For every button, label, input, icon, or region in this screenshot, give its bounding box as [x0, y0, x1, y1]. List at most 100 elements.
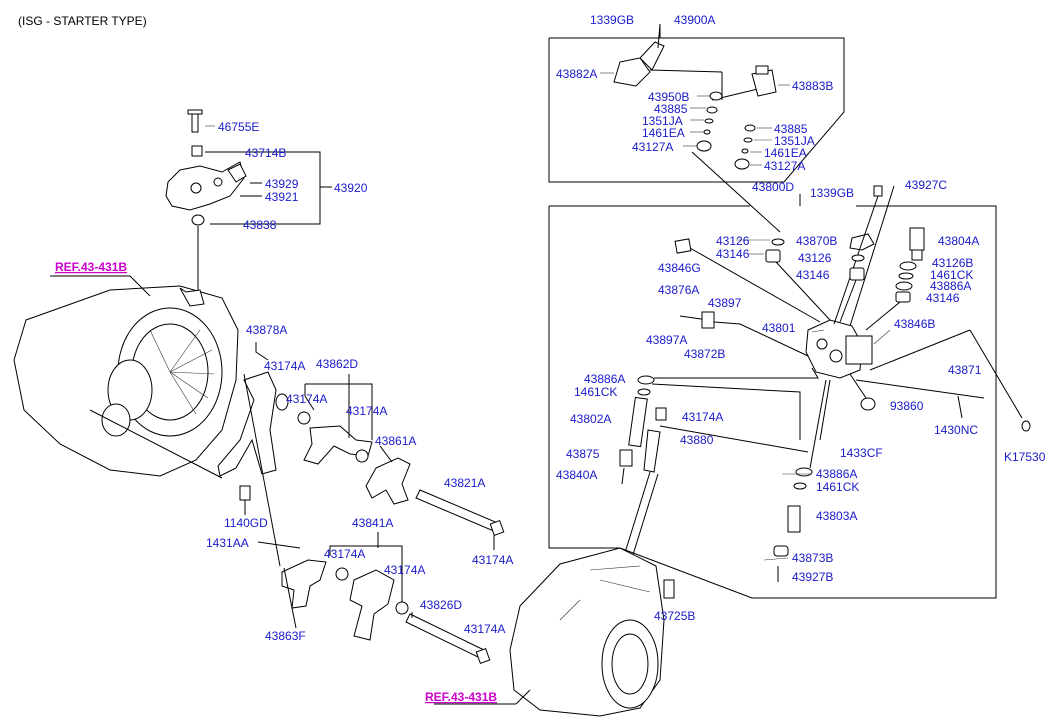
label-43861A[interactable]: 43861A [375, 434, 416, 448]
label-43897[interactable]: 43897 [708, 296, 742, 310]
label-43821A[interactable]: 43821A [444, 476, 485, 490]
part-43873B[interactable] [773, 545, 789, 557]
label-43838[interactable]: 43838 [243, 218, 277, 232]
label-43950B[interactable]: 43950B [648, 90, 689, 104]
label-43800D[interactable]: 43800D [752, 180, 794, 194]
label-43841A[interactable]: 43841A [352, 516, 393, 530]
label-43885-right[interactable]: 43885 [774, 122, 808, 136]
label-43126B[interactable]: 43126B [932, 256, 973, 270]
label-43174A-g[interactable]: 43174A [384, 563, 425, 577]
label-1461CK-b[interactable]: 1461CK [574, 385, 617, 399]
part-43846B[interactable] [845, 335, 873, 365]
label-1431AA[interactable]: 1431AA [206, 536, 249, 550]
part-43803A[interactable] [787, 505, 801, 533]
label-43840A[interactable]: 43840A [556, 468, 597, 482]
label-43886A-a[interactable]: 43886A [930, 279, 971, 293]
label-43872B[interactable]: 43872B [684, 347, 725, 361]
part-43714B[interactable] [191, 145, 203, 157]
label-43882A[interactable]: 43882A [556, 67, 597, 81]
label-1339GB-top[interactable]: 1339GB [590, 13, 634, 27]
label-1430NC[interactable]: 1430NC [934, 423, 978, 437]
fork-43863F[interactable] [281, 559, 327, 609]
bush-43174A-b[interactable] [275, 393, 289, 411]
label-43921[interactable]: 43921 [265, 190, 299, 204]
label-1461EA-left[interactable]: 1461EA [642, 126, 685, 140]
part-43725B[interactable] [663, 579, 675, 599]
label-43804A[interactable]: 43804A [938, 234, 979, 248]
label-43174A-e[interactable]: 43174A [472, 553, 513, 567]
label-43146-c[interactable]: 43146 [926, 291, 960, 305]
sleeve-43846G[interactable] [674, 238, 692, 254]
part-43804A[interactable] [909, 227, 925, 251]
part-93860[interactable] [860, 397, 876, 411]
fork-43861A[interactable] [365, 457, 411, 505]
label-43174A-c[interactable]: 43174A [286, 392, 327, 406]
fork-43841A[interactable] [349, 569, 395, 641]
rod-43826D[interactable] [405, 613, 485, 659]
label-1433CF[interactable]: 1433CF [840, 446, 883, 460]
part-43838[interactable] [191, 214, 205, 226]
label-43126-a[interactable]: 43126 [716, 234, 750, 248]
label-43886A-c[interactable]: 43886A [816, 467, 857, 481]
label-1339GB-mid[interactable]: 1339GB [810, 186, 854, 200]
label-43886A-b[interactable]: 43886A [584, 372, 625, 386]
ref-link-1[interactable]: REF.43-431B [55, 260, 127, 274]
label-1461CK-c[interactable]: 1461CK [816, 480, 859, 494]
label-43826D[interactable]: 43826D [420, 598, 462, 612]
label-43714B[interactable]: 43714B [245, 146, 286, 160]
label-43846B[interactable]: 43846B [894, 317, 935, 331]
label-43876A[interactable]: 43876A [658, 283, 699, 297]
label-43878A[interactable]: 43878A [246, 323, 287, 337]
label-43174A-h[interactable]: 43174A [464, 622, 505, 636]
label-93860[interactable]: 93860 [890, 399, 924, 413]
rod-43821A[interactable] [415, 489, 501, 533]
label-43897A[interactable]: 43897A [646, 333, 687, 347]
label-43803A[interactable]: 43803A [816, 509, 857, 523]
label-1461EA-right[interactable]: 1461EA [764, 146, 807, 160]
part-43872B[interactable] [701, 311, 715, 329]
label-43873B[interactable]: 43873B [792, 551, 833, 565]
label-43174A-b[interactable]: 43174A [264, 359, 305, 373]
label-1351JA-right[interactable]: 1351JA [774, 134, 815, 148]
part-K17530[interactable] [1021, 420, 1031, 432]
fork-43878A[interactable] [217, 371, 277, 477]
bracket-43921[interactable] [165, 161, 245, 211]
lever-43882A[interactable] [613, 57, 651, 87]
label-43846G[interactable]: 43846G [658, 261, 701, 275]
label-K17530[interactable]: K17530 [1004, 450, 1046, 464]
fork-43862D[interactable] [303, 425, 373, 465]
label-43174A-d[interactable]: 43174A [346, 404, 387, 418]
label-43146-a[interactable]: 43146 [716, 247, 750, 261]
label-43801[interactable]: 43801 [762, 321, 796, 335]
label-43725B[interactable]: 43725B [654, 609, 695, 623]
label-43127A-right[interactable]: 43127A [764, 159, 805, 173]
bolt-1140GD[interactable] [239, 485, 251, 501]
label-43174A-f[interactable]: 43174A [324, 547, 365, 561]
part-43875[interactable] [619, 449, 633, 467]
label-43802A[interactable]: 43802A [570, 412, 611, 426]
label-43870B[interactable]: 43870B [796, 234, 837, 248]
label-43875[interactable]: 43875 [566, 447, 600, 461]
label-43126-b[interactable]: 43126 [798, 251, 832, 265]
part-43880[interactable] [643, 429, 661, 473]
label-1140GD[interactable]: 1140GD [224, 516, 268, 530]
label-43862D[interactable]: 43862D [316, 357, 358, 371]
label-1461CK-a[interactable]: 1461CK [930, 268, 973, 282]
label-43883B[interactable]: 43883B [792, 79, 833, 93]
label-43929[interactable]: 43929 [265, 177, 299, 191]
label-43880[interactable]: 43880 [680, 433, 714, 447]
label-1351JA-left[interactable]: 1351JA [642, 114, 683, 128]
part-43802A[interactable] [628, 396, 648, 448]
label-43146-b[interactable]: 43146 [796, 268, 830, 282]
label-43127A-left[interactable]: 43127A [632, 140, 673, 154]
label-43920[interactable]: 43920 [334, 181, 368, 195]
label-46755E[interactable]: 46755E [218, 120, 259, 134]
label-43927B[interactable]: 43927B [792, 570, 833, 584]
label-43885-left[interactable]: 43885 [654, 102, 688, 116]
bolt-46755E[interactable] [191, 111, 199, 133]
label-43900A[interactable]: 43900A [674, 13, 715, 27]
label-43174A-a[interactable]: 43174A [682, 410, 723, 424]
label-43871[interactable]: 43871 [948, 363, 982, 377]
label-43927C[interactable]: 43927C [905, 178, 947, 192]
label-43863F[interactable]: 43863F [265, 629, 306, 643]
